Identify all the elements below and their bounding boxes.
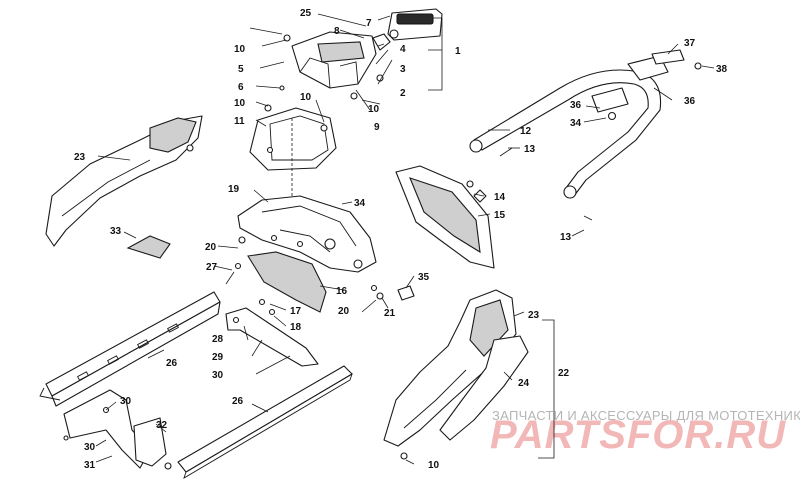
callout-25: 25	[300, 8, 312, 19]
callout-18: 18	[290, 322, 302, 333]
small-cover	[126, 235, 171, 259]
license-plate-area	[317, 41, 365, 63]
callout-10-bottom: 10	[428, 460, 440, 471]
callout-3: 3	[400, 64, 406, 75]
callout-1: 1	[455, 46, 461, 57]
callout-10-top: 10	[234, 44, 246, 55]
callout-13-lower: 13	[560, 232, 572, 243]
callout-36-right: 36	[684, 96, 696, 107]
callout-17: 17	[290, 306, 302, 317]
callout-26-upper: 26	[166, 358, 178, 369]
callout-34-center: 34	[354, 198, 366, 209]
callout-2: 2	[400, 88, 406, 99]
callout-20-left: 20	[205, 242, 217, 253]
callout-27: 27	[206, 262, 218, 273]
callout-5: 5	[238, 64, 244, 75]
callout-30-mid: 30	[212, 370, 224, 381]
callout-36-left: 36	[570, 100, 582, 111]
callout-34-right: 34	[570, 118, 582, 129]
tunnel-rail-upper	[39, 291, 221, 407]
callout-23-left: 23	[74, 152, 86, 163]
callout-21: 21	[384, 308, 396, 319]
callout-8: 8	[334, 26, 340, 37]
callout-14: 14	[494, 192, 506, 203]
callout-16: 16	[336, 286, 348, 297]
callout-10-right: 10	[368, 104, 380, 115]
grab-bar-brackets	[591, 49, 702, 121]
callout-12: 12	[520, 126, 532, 137]
callout-24: 24	[518, 378, 530, 389]
callout-30-upper: 30	[120, 396, 132, 407]
callout-38: 38	[716, 64, 728, 75]
callout-23-right: 23	[528, 310, 540, 321]
callout-30-lower: 30	[84, 442, 96, 453]
callout-29: 29	[212, 352, 224, 363]
grab-bar	[469, 69, 662, 199]
callout-28: 28	[212, 334, 224, 345]
taillight-assembly	[279, 8, 443, 100]
side-panel-upper	[395, 165, 495, 269]
left-rear-cover	[45, 115, 203, 247]
watermark-caption: ЗАПЧАСТИ И АКСЕССУАРЫ ДЛЯ МОТОТЕХНИКИ	[492, 408, 800, 423]
watermark: ЗАПЧАСТИ И АКСЕССУАРЫ ДЛЯ МОТОТЕХНИКИ PA…	[490, 408, 800, 457]
callout-11: 11	[234, 116, 245, 127]
tunnel-rail-lower	[177, 365, 353, 479]
taillight-lens	[396, 13, 434, 25]
callout-35: 35	[418, 272, 430, 283]
watermark-logo: PARTSFOR.RU	[490, 413, 786, 457]
callout-33: 33	[110, 226, 122, 237]
tunnel-rear-panel	[237, 195, 377, 273]
hitch-brackets	[63, 307, 319, 470]
callout-10-mid: 10	[234, 98, 246, 109]
fasteners	[234, 147, 593, 301]
callout-labels: 1 2 3 4 5 6 7 8 9 10 10 10 10 10 11 12 1…	[74, 8, 728, 471]
callout-9: 9	[374, 122, 380, 133]
callout-20-right: 20	[338, 306, 350, 317]
taillight-socket	[372, 33, 391, 51]
callout-37: 37	[684, 38, 696, 49]
callout-15: 15	[494, 210, 506, 221]
callout-19: 19	[228, 184, 240, 195]
callout-13-upper: 13	[524, 144, 536, 155]
callout-10-bracket: 10	[300, 92, 312, 103]
right-rear-cover	[383, 289, 529, 460]
leader-lines	[95, 13, 715, 465]
light-bracket	[249, 104, 337, 200]
callout-31: 31	[84, 460, 96, 471]
callout-22: 22	[558, 368, 570, 379]
callout-7: 7	[366, 18, 372, 29]
callout-6: 6	[238, 82, 244, 93]
mud-flap	[247, 251, 327, 316]
bulb	[389, 29, 399, 39]
callout-26-lower: 26	[232, 396, 244, 407]
callout-4: 4	[400, 44, 406, 55]
callout-32: 32	[156, 420, 168, 431]
